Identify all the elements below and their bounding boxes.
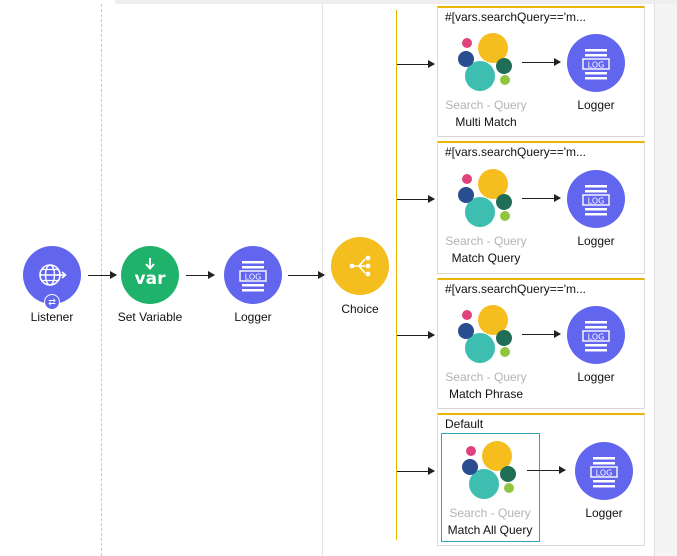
search-query-label: Search - Query (449, 506, 531, 520)
listener-label: Listener (30, 310, 74, 324)
search-query-label: Search - Query (445, 370, 527, 384)
source-divider (101, 4, 102, 556)
logger-label: Logger (577, 234, 615, 248)
operation-label: Multi Match (455, 115, 517, 129)
right-scroll-gutter[interactable] (654, 4, 677, 556)
svg-text:LOG: LOG (588, 61, 605, 70)
route-condition: #[vars.searchQuery=='m... (445, 282, 587, 296)
search-query-label: Search - Query (445, 98, 527, 112)
log-icon: LOG (567, 34, 625, 95)
logger-component[interactable]: LOG (575, 442, 633, 500)
logger-component[interactable]: LOG (567, 306, 625, 364)
logger-label: Logger (577, 370, 615, 384)
elasticsearch-icon[interactable] (454, 303, 516, 365)
connector-arrow (186, 271, 215, 279)
logger-label: Logger (234, 310, 272, 324)
operation-label: Match Query (451, 251, 521, 265)
canvas-top-bar (115, 0, 677, 4)
elasticsearch-icon[interactable] (458, 439, 520, 501)
route-arrow (397, 467, 435, 475)
set-variable-component[interactable]: var (121, 246, 179, 304)
choice-component[interactable] (331, 237, 389, 295)
set-variable-label: Set Variable (117, 310, 183, 324)
route-condition: #[vars.searchQuery=='m... (445, 145, 587, 159)
svg-text:LOG: LOG (245, 273, 262, 282)
route-condition: #[vars.searchQuery=='m... (445, 10, 587, 24)
connector-arrow (522, 330, 561, 338)
route-arrow (397, 331, 435, 339)
log-icon: LOG (224, 246, 282, 307)
branch-icon (349, 255, 371, 277)
choice-router-bus (396, 10, 397, 540)
elasticsearch-icon[interactable] (454, 31, 516, 93)
flow-divider (322, 4, 323, 556)
svg-text:LOG: LOG (596, 469, 613, 478)
log-icon: LOG (567, 170, 625, 231)
operation-label: Match Phrase (448, 387, 524, 401)
connector-arrow (522, 58, 561, 66)
selected-component-outline (441, 433, 540, 542)
logger-component[interactable]: LOG (567, 34, 625, 92)
connector-arrow (522, 194, 561, 202)
svg-text:LOG: LOG (588, 333, 605, 342)
operation-label: Match All Query (447, 523, 533, 537)
svg-text:LOG: LOG (588, 197, 605, 206)
connector-arrow (288, 271, 325, 279)
connector-arrow (527, 466, 566, 474)
globe-icon (39, 264, 67, 286)
log-icon: LOG (575, 442, 633, 503)
route-arrow (397, 195, 435, 203)
arrow-down-icon (145, 258, 155, 270)
route-arrow (397, 60, 435, 68)
connector-arrow (88, 271, 117, 279)
route-condition: Default (445, 417, 484, 431)
logger-component[interactable]: LOG (567, 170, 625, 228)
elasticsearch-icon[interactable] (454, 167, 516, 229)
choice-label: Choice (341, 302, 379, 316)
var-icon: var (134, 269, 166, 289)
logger-label: Logger (577, 98, 615, 112)
listener-source-badge: ⇄ (44, 294, 60, 310)
logger-component[interactable]: LOG (224, 246, 282, 304)
logger-label: Logger (585, 506, 623, 520)
search-query-label: Search - Query (445, 234, 527, 248)
log-icon: LOG (567, 306, 625, 367)
